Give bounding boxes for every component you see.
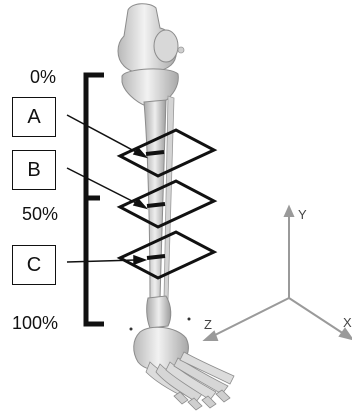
scale-label-bottom: 100% [12, 314, 58, 332]
axis-label-y: Y [298, 208, 307, 221]
section-label-c-text: C [27, 254, 41, 277]
section-label-b: B [12, 150, 56, 190]
patella [154, 30, 178, 62]
length-bracket [86, 75, 104, 324]
scale-label-top: 0% [30, 68, 56, 86]
leader-lines [67, 115, 146, 264]
axis-label-x: X [343, 316, 352, 329]
femur-condyle [118, 4, 184, 73]
scale-label-middle: 50% [22, 205, 58, 223]
section-label-c: C [12, 245, 56, 285]
section-label-a-text: A [27, 106, 40, 129]
foot-bones [134, 327, 234, 410]
coordinate-axes [205, 207, 352, 340]
section-label-a: A [12, 97, 56, 137]
section-label-b-text: B [27, 159, 40, 182]
axis-label-z: Z [204, 318, 212, 331]
distal-tibia [147, 296, 171, 328]
